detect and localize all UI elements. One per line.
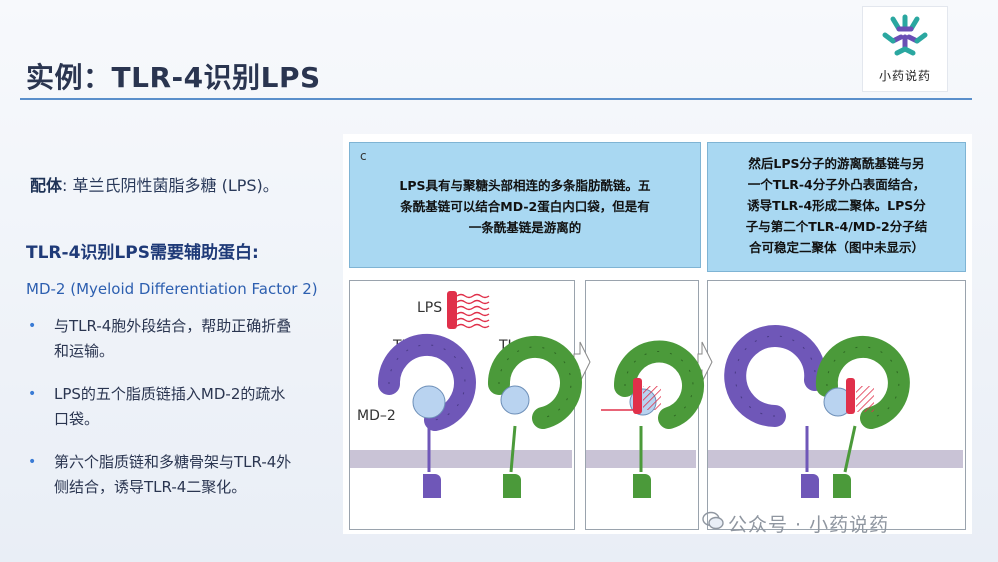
- helper-heading: TLR-4识别LPS需要辅助蛋白:: [26, 243, 259, 263]
- lps-molecule: [447, 291, 457, 329]
- panel-letter: c: [360, 149, 367, 163]
- caption-right-line: 合可稳定二聚体（图中未显示）: [748, 240, 924, 255]
- tlr4-purple-tir-domain: [801, 474, 819, 498]
- caption-right-line: 子与第二个TLR-4/MD-2分子结: [745, 219, 928, 234]
- logo: 小药说药: [862, 6, 948, 92]
- caption-left-line: 一条酰基链是游离的: [468, 220, 582, 235]
- bullet-dot: •: [28, 318, 37, 334]
- tlr4-purple-tir-domain: [423, 474, 441, 498]
- caption-right-line: 然后LPS分子的游离酰基链与另: [748, 156, 925, 171]
- caption-box-right: 然后LPS分子的游离酰基链与另 一个TLR-4分子外凸表面结合， 诱导TLR-4…: [707, 142, 966, 272]
- bullet-line2: 和运输。: [54, 342, 115, 360]
- caption-right-line: 诱导TLR-4形成二聚体。LPS分: [747, 198, 926, 213]
- list-item: • LPS的五个脂质链插入MD-2的疏水口袋。: [24, 382, 324, 432]
- membrane: [708, 450, 963, 468]
- md2-protein: [412, 385, 446, 419]
- lps-acyl-chains: [856, 386, 874, 412]
- bullet-line1: 第六个脂质链和多糖骨架与TLR-4外: [54, 453, 292, 471]
- tlr4-green-horseshoe: [613, 340, 704, 429]
- ligand-key: 配体: [30, 176, 63, 195]
- tlr4-lps-figure: c LPS具有与聚糖头部相连的多条脂肪酰链。五 条酰基链可以结合MD-2蛋白内口…: [343, 134, 972, 534]
- tlr4-green-horseshoe: [487, 335, 582, 429]
- md2-protein: [500, 385, 530, 415]
- caption-left-line: LPS具有与聚糖头部相连的多条脂肪酰链。五: [399, 178, 651, 193]
- bullet-dot: •: [28, 454, 37, 470]
- bullet-line1: LPS的五个脂质链插入MD-2的疏水: [54, 385, 286, 403]
- tlr4-purple-horseshoe: [377, 333, 476, 431]
- bullet-line2: 口袋。: [54, 410, 100, 428]
- lps-label: LPS: [417, 300, 442, 316]
- tlr4-green-tir-domain: [633, 474, 651, 498]
- bullet-line1: 与TLR-4胞外段结合，帮助正确折叠: [54, 317, 292, 335]
- tlr4-green-transmembrane: [843, 425, 857, 473]
- caption-box-left: c LPS具有与聚糖头部相连的多条脂肪酰链。五 条酰基链可以结合MD-2蛋白内口…: [349, 142, 701, 268]
- ligand-sep: :: [62, 176, 73, 195]
- md2-heading: MD-2 (Myeloid Differentiation Factor 2): [26, 280, 318, 298]
- lps-acyl-chains: [456, 293, 490, 329]
- tlr4-green-horseshoe: [815, 335, 910, 429]
- caption-left-line: 条酰基链可以结合MD-2蛋白内口袋，但是有: [400, 199, 650, 214]
- logo-label: 小药说药: [878, 69, 931, 83]
- bullet-line2: 侧结合，诱导TLR-4二聚化。: [54, 478, 247, 496]
- diagram-graphics: LPS TLR–4 TLR–4 MD–2: [350, 291, 963, 498]
- membrane: [350, 450, 572, 468]
- lps-molecule: [633, 378, 642, 414]
- page-title: 实例：TLR-4识别LPS: [26, 61, 321, 94]
- wechat-icon: [702, 511, 724, 530]
- watermark: 公众号 · 小药说药: [728, 514, 890, 536]
- lps-acyl-chains: [643, 386, 661, 410]
- list-item: • 与TLR-4胞外段结合，帮助正确折叠和运输。: [24, 314, 324, 364]
- tlr4-green-tir-domain: [503, 474, 521, 498]
- tlr4-purple-horseshoe: [724, 325, 827, 427]
- title-underline: [20, 98, 972, 100]
- lps-molecule: [846, 378, 855, 414]
- molecule-logo-icon: [882, 14, 928, 56]
- bullet-list: • 与TLR-4胞外段结合，帮助正确折叠和运输。 • LPS的五个脂质链插入MD-2…: [24, 314, 324, 518]
- list-item: • 第六个脂质链和多糖骨架与TLR-4外侧结合，诱导TLR-4二聚化。: [24, 450, 324, 500]
- tlr4-green-tir-domain: [833, 474, 851, 498]
- caption-right-line: 一个TLR-4分子外凸表面结合，: [747, 177, 926, 192]
- ligand-text: 革兰氏阴性菌脂多糖 (LPS)。: [72, 176, 279, 195]
- ligand-line: 配体: 革兰氏阴性菌脂多糖 (LPS)。: [30, 172, 279, 196]
- md2-label: MD–2: [357, 408, 396, 424]
- bullet-dot: •: [28, 386, 37, 402]
- tlr4-green-transmembrane: [509, 425, 517, 473]
